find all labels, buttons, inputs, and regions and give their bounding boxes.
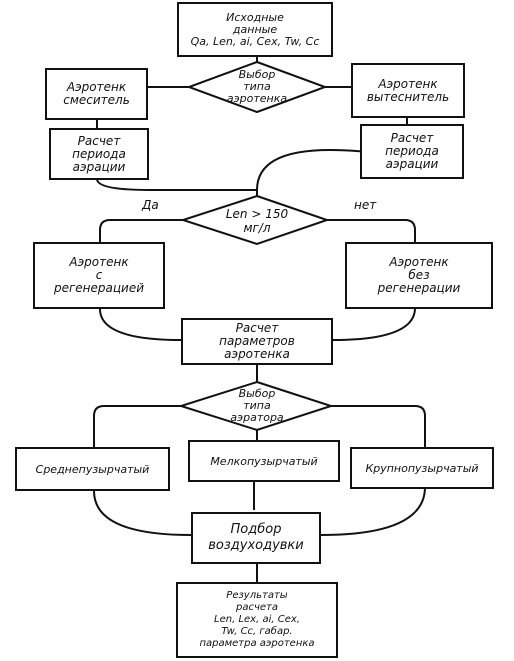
aerator-medium-block: Среднепузырчатый — [15, 447, 170, 491]
choose-aerotank-label: Выбор типа аэротенка — [226, 68, 288, 105]
aerotank-mixer-block: Аэротенк смеситель — [45, 68, 148, 120]
aeration-calc-right-block: Расчет периода аэрации — [360, 124, 464, 179]
params-calc-block: Расчет параметров аэротенка — [181, 318, 333, 365]
blower-selection-block: Подбор воздуходувки — [191, 512, 321, 564]
aeration-calc-left-block: Расчет периода аэрации — [49, 128, 149, 180]
result-block: Результаты расчета Len, Lex, ai, Cex, Tw… — [176, 582, 338, 658]
yes-label: Да — [142, 198, 159, 212]
condition-label: Len > 150 мг/л — [225, 207, 289, 235]
with-regeneration-block: Аэротенк с регенерацией — [33, 242, 165, 309]
without-regeneration-block: Аэротенк без регенерации — [345, 242, 493, 309]
choose-aerator-label: Выбор типа аэратора — [230, 387, 284, 424]
no-label: нет — [354, 198, 377, 212]
input-data-block: Исходные данные Qa, Len, ai, Cex, Tw, Cc — [177, 2, 333, 57]
choose-aerotank-diamond — [186, 60, 328, 114]
aerotank-displacer-block: Аэротенк вытеснитель — [351, 63, 465, 118]
aerator-fine-block: Мелкопузырчатый — [188, 440, 340, 482]
aerator-coarse-block: Крупнопузырчатый — [350, 447, 494, 489]
condition-diamond — [179, 194, 331, 246]
